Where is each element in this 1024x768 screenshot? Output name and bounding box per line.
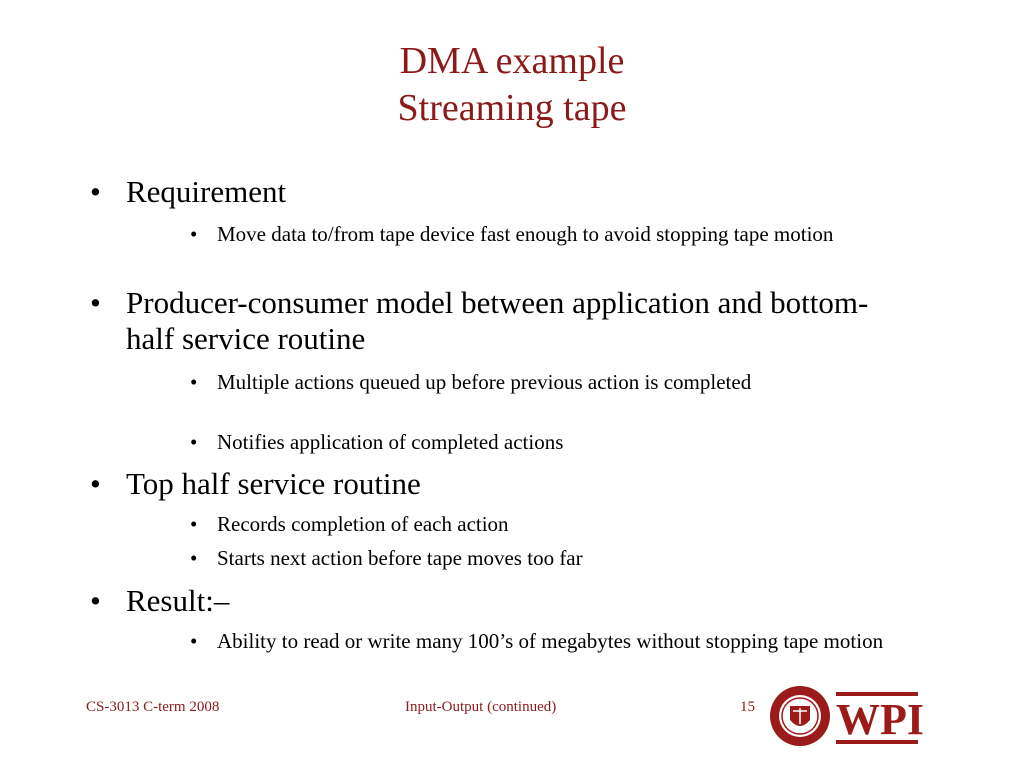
- bullet-dot: •: [190, 370, 198, 394]
- footer-course: CS-3013 C-term 2008: [86, 699, 220, 715]
- title-line-2: Streaming tape: [397, 87, 627, 129]
- bullet-dot: •: [190, 629, 198, 653]
- bullet-dot: •: [190, 430, 198, 454]
- bullet-dot: •: [190, 546, 198, 570]
- bullet-dot: •: [190, 222, 198, 246]
- footer-page-number: 15: [740, 699, 755, 715]
- bullet-dot: •: [90, 583, 101, 618]
- bullet-text: Move data to/from tape device fast enoug…: [217, 222, 834, 246]
- title-line-1: DMA example: [399, 40, 625, 82]
- wpi-seal-icon: WPI: [770, 686, 924, 746]
- slide-title: DMA example Streaming tape: [0, 38, 1024, 132]
- bullet-dot: •: [90, 174, 101, 209]
- slide-content: • Requirement • Move data to/from tape d…: [90, 174, 884, 653]
- bullet-text: Records completion of each action: [217, 512, 509, 536]
- bullet-dot: •: [90, 285, 101, 320]
- bullet-dot: •: [90, 466, 101, 501]
- wpi-logo: WPI: [766, 680, 926, 750]
- bullet-text: Multiple actions queued up before previo…: [217, 370, 752, 394]
- footer-topic: Input-Output (continued): [405, 699, 557, 715]
- bullet-text: Starts next action before tape moves too…: [217, 546, 583, 570]
- bullet-text: Ability to read or write many 100’s of m…: [217, 629, 884, 653]
- bullet-text: Top half service routine: [126, 466, 421, 501]
- wpi-logo-text: WPI: [836, 695, 924, 744]
- bullet-text: Producer-consumer model between applicat…: [126, 285, 869, 356]
- bullet-text: Requirement: [126, 174, 287, 209]
- bullet-text: Result:–: [126, 583, 230, 618]
- bullet-text: Notifies application of completed action…: [217, 430, 564, 454]
- bullet-dot: •: [190, 512, 198, 536]
